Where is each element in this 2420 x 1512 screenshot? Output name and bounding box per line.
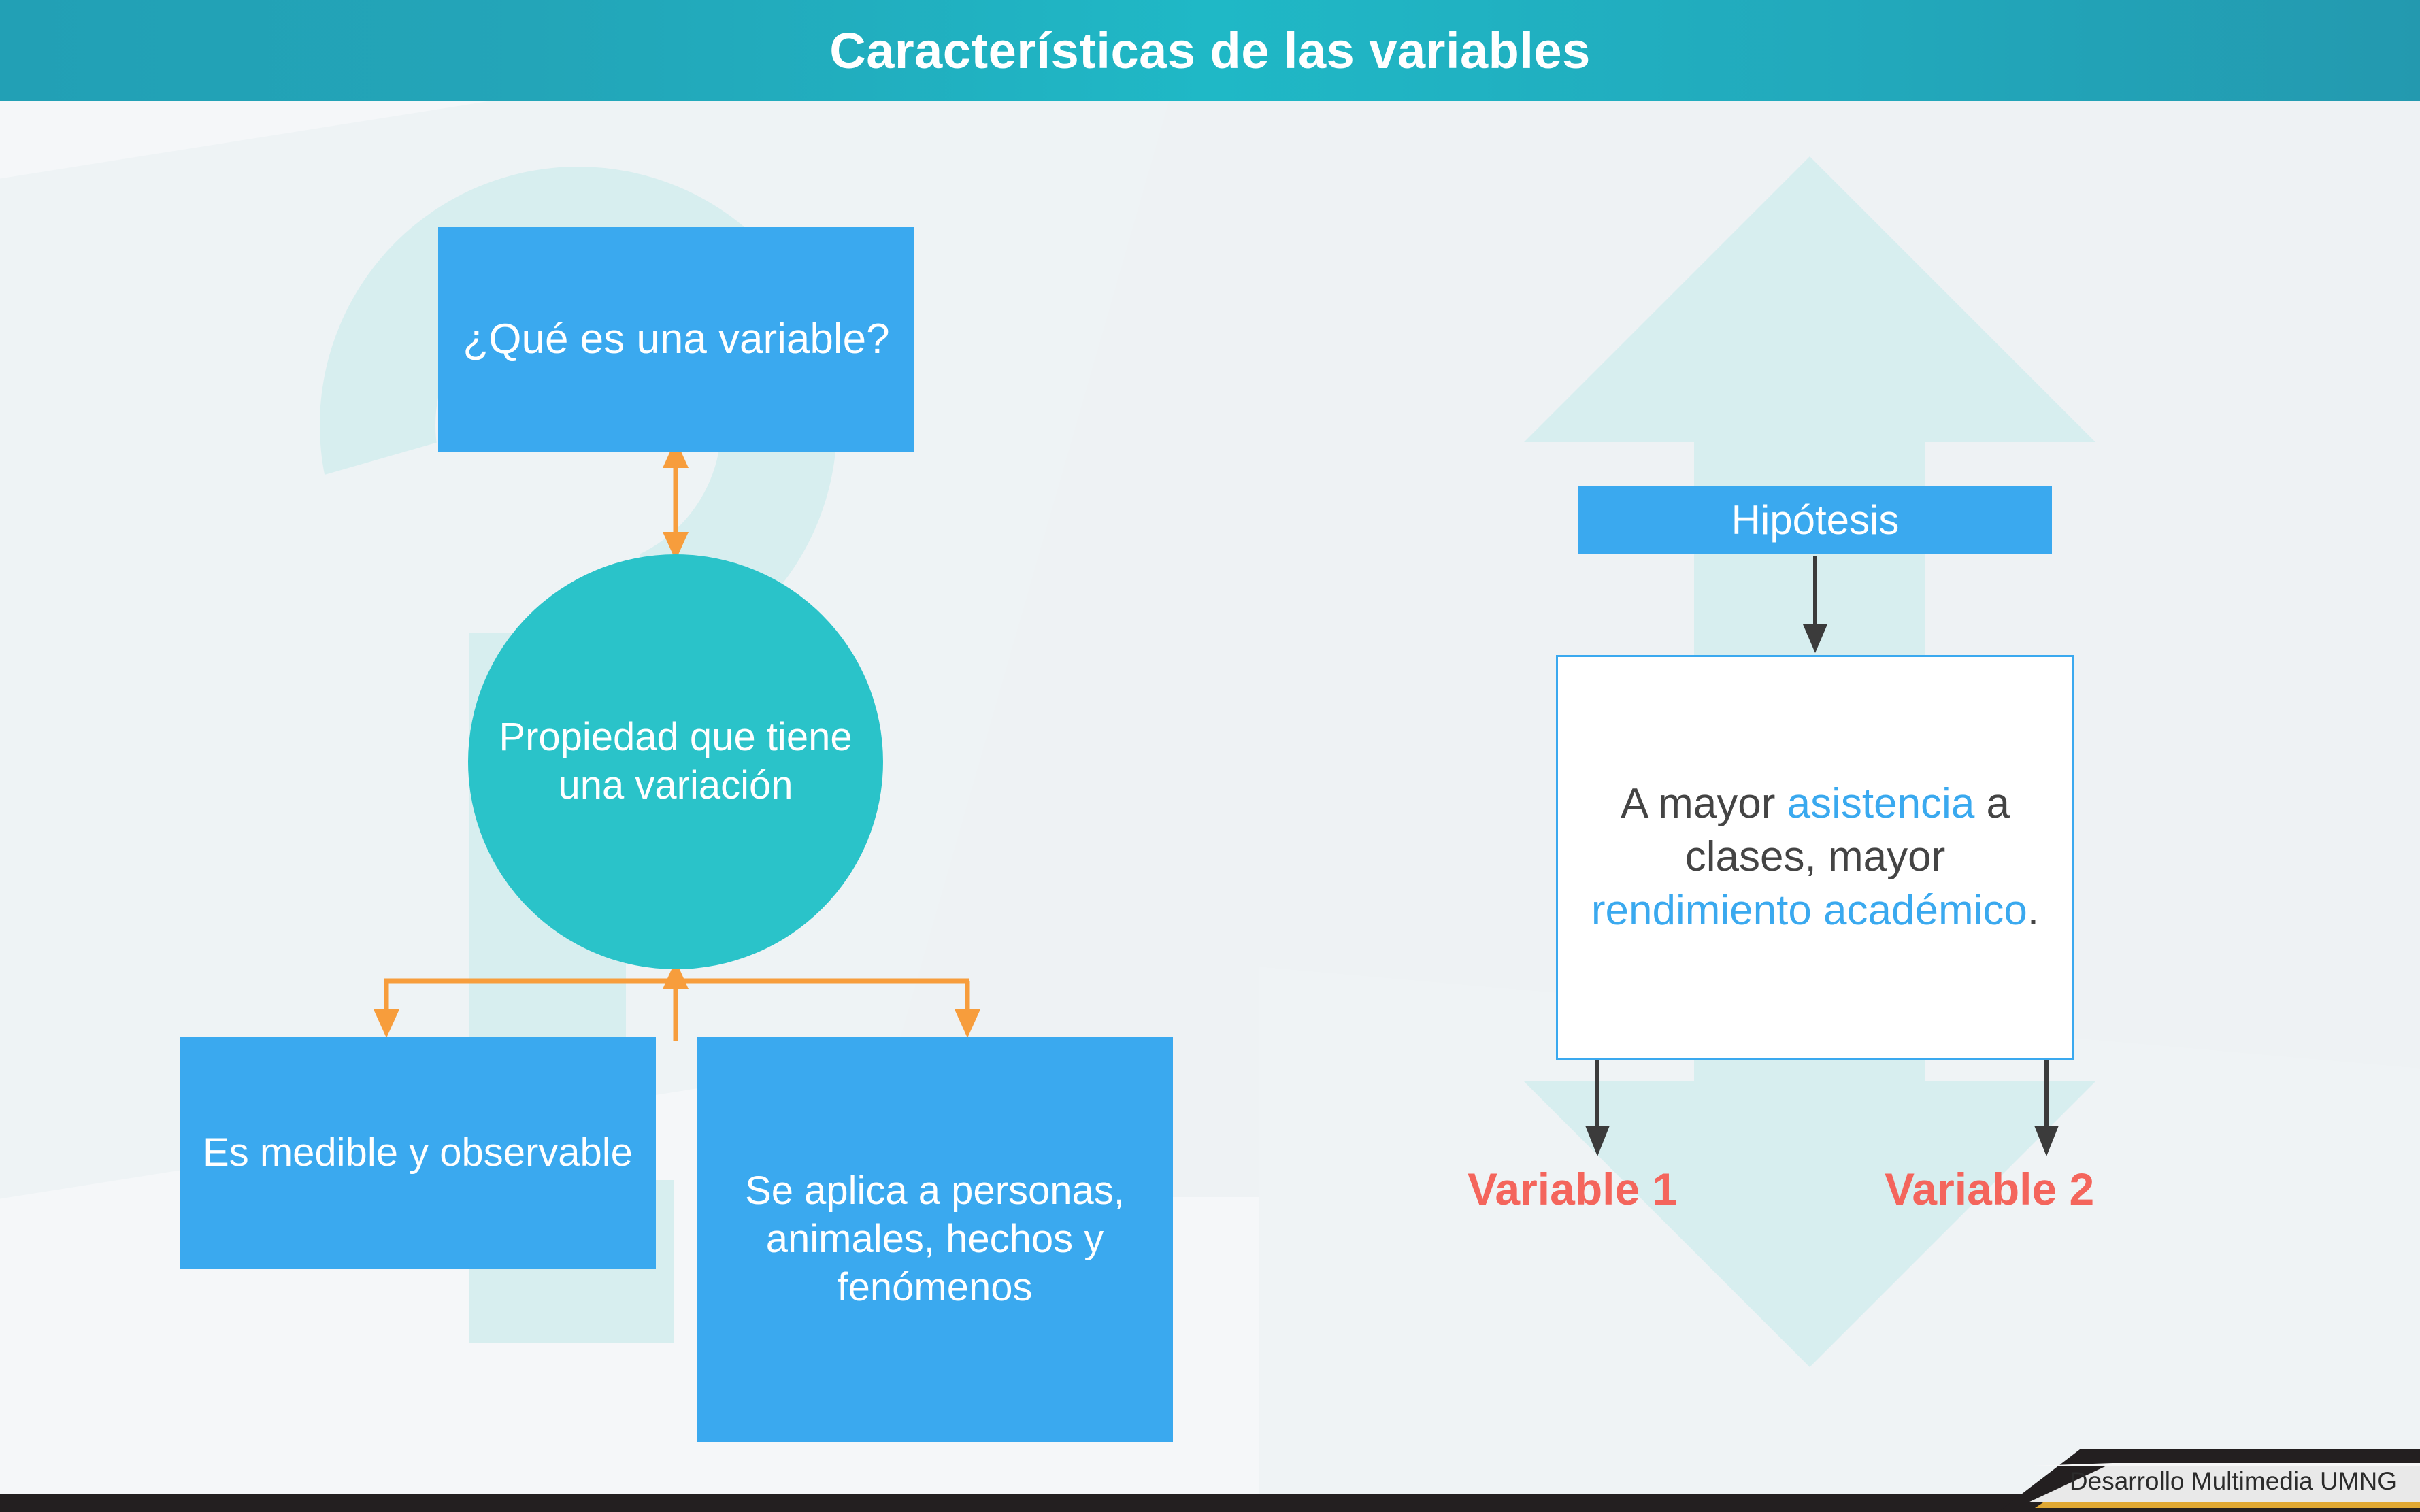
label-variable-1: Variable 1 [1468,1164,1678,1214]
node-measurable-observable[interactable]: Es medible y observable [180,1037,656,1269]
page-title: Características de las variables [829,22,1591,79]
hypothesis-statement-card: A mayor asistencia a clases, mayor rendi… [1556,655,2074,1060]
statement-part-1: A mayor [1620,780,1787,828]
hypothesis-statement-text: A mayor asistencia a clases, mayor rendi… [1558,777,2072,937]
orange-connector-group [136,435,1225,1068]
label-variable-2: Variable 2 [1885,1164,2095,1214]
node-hypothesis-label[interactable]: Hipótesis [1578,486,2052,554]
statement-variable-1-term: asistencia [1787,780,1975,828]
node-property-with-variation[interactable]: Propiedad que tiene una variación [468,554,883,969]
node-what-is-a-variable[interactable]: ¿Qué es una variable? [438,227,914,452]
footer-credit: Desarrollo Multimedia UMNG [2069,1467,2397,1495]
footer-badge: Desarrollo Multimedia UMNG [1998,1449,2420,1512]
slide-header: Características de las variables [0,0,2420,101]
statement-part-2: a clases, mayor [1685,780,2010,881]
statement-part-3: . [2027,886,2040,934]
node-applies-to[interactable]: Se aplica a personas, animales, hechos y… [697,1037,1173,1442]
statement-variable-2-term: rendimiento académico [1591,886,2027,934]
